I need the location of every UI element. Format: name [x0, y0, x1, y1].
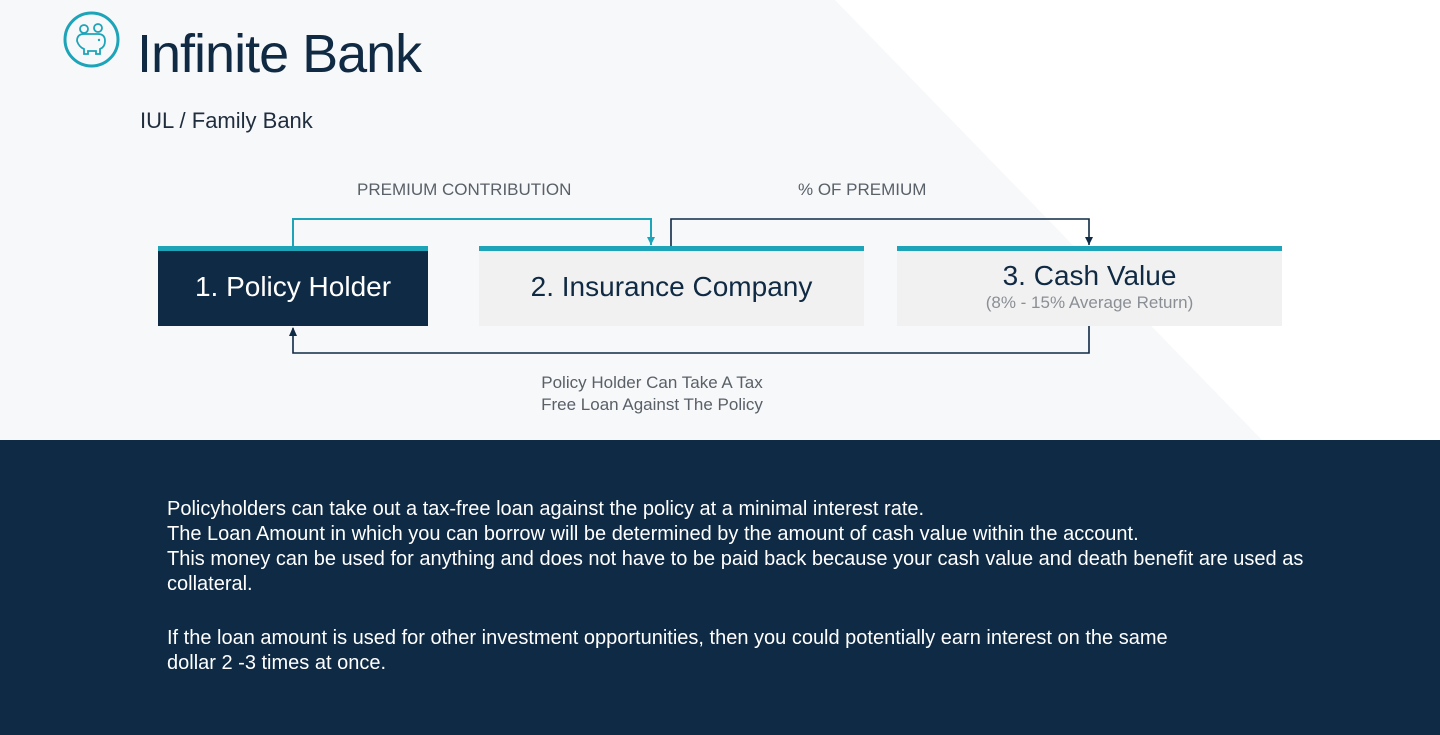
flow-arrows	[289, 218, 1093, 354]
tax-free-loan-label: Policy Holder Can Take A Tax Free Loan A…	[502, 372, 802, 416]
loan-explanation-line-2: The Loan Amount in which you can borrow …	[167, 523, 1139, 545]
policy-holder-box: 1. Policy Holder	[158, 246, 428, 326]
tax-free-loan-label-line-2: Free Loan Against The Policy	[541, 395, 763, 414]
premium-contribution-arrowhead	[647, 237, 655, 245]
page-subtitle: IUL / Family Bank	[140, 108, 313, 133]
percent-of-premium-label: % OF PREMIUM	[798, 180, 927, 199]
explanation-section: Policyholders can take out a tax-free lo…	[0, 440, 1440, 735]
premium-contribution-label: PREMIUM CONTRIBUTION	[357, 180, 572, 199]
family-piggy-bank-icon	[63, 11, 120, 68]
investment-opportunity-paragraph: If the loan amount is used for other inv…	[167, 627, 1168, 674]
cash-value-label: 3. Cash Value	[1002, 260, 1177, 291]
loan-return-arrowhead	[289, 327, 297, 336]
percent-of-premium-arrow	[670, 218, 1090, 247]
insurance-company-box: 2. Insurance Company	[479, 246, 864, 326]
insurance-company-label: 2. Insurance Company	[530, 271, 813, 302]
premium-contribution-arrow	[292, 218, 652, 247]
loan-return-arrow	[292, 326, 1090, 354]
loan-explanation-line-1: Policyholders can take out a tax-free lo…	[167, 498, 925, 520]
page-title: Infinite Bank	[137, 24, 422, 84]
diagram-section: Infinite Bank IUL / Family Bank PREMIUM …	[0, 0, 1440, 440]
background-diagonal-shape	[0, 0, 1440, 440]
loan-explanation-line-3: This money can be used for anything and …	[167, 548, 1304, 595]
tax-free-loan-label-line-1: Policy Holder Can Take A Tax	[541, 373, 763, 392]
policy-holder-label: 1. Policy Holder	[194, 271, 392, 302]
cash-value-box: 3. Cash Value (8% - 15% Average Return)	[897, 246, 1282, 326]
percent-of-premium-arrowhead	[1085, 237, 1093, 245]
cash-value-return-note: (8% - 15% Average Return)	[985, 293, 1194, 312]
loan-explanation-paragraph: Policyholders can take out a tax-free lo…	[167, 497, 1307, 597]
